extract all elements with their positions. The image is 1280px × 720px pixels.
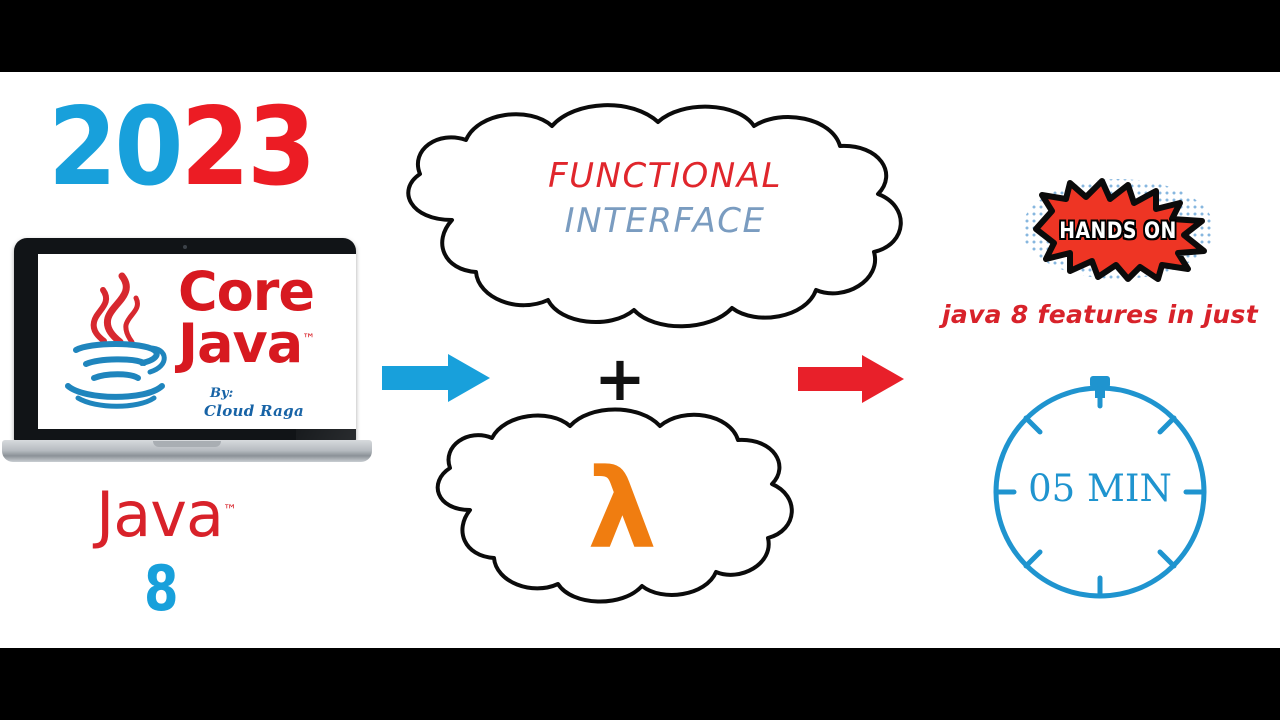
laptop-notch (153, 441, 221, 447)
stopwatch-label: 05 MIN (1028, 467, 1172, 510)
laptop-lid: Core Java™ By: Cloud Raga (14, 238, 356, 443)
thumbnail-canvas: 2023 (0, 72, 1280, 648)
trademark-icon: ™ (302, 331, 315, 347)
screen-byline: By: Cloud Raga (204, 386, 354, 421)
laptop-screen: Core Java™ By: Cloud Raga (38, 254, 356, 429)
year-first-half: 20 (48, 85, 184, 210)
webcam-icon (183, 245, 187, 249)
stopwatch-icon (993, 376, 1207, 599)
cloud-functional-interface: FUNCTIONAL INTERFACE (370, 102, 950, 332)
byline-author: Cloud Raga (204, 402, 304, 421)
lambda-symbol: λ (587, 445, 657, 573)
plus-operator: + (594, 342, 646, 415)
java-caption-version: 8 (144, 552, 179, 625)
cloud-line-interface: INTERFACE (564, 200, 766, 241)
arrow-right-blue-icon (382, 354, 490, 402)
cloud-outline-icon (406, 103, 903, 329)
year-second-half: 23 (180, 85, 317, 210)
core-java-line1: Core (178, 260, 315, 323)
letterbox-bar-top (0, 0, 1280, 72)
laptop-base (2, 440, 372, 462)
java-caption-word: Java™ (96, 478, 237, 551)
cloud-line-functional: FUNCTIONAL (548, 156, 782, 196)
java-cup-icon (65, 272, 167, 409)
hands-on-badge: HANDS ON (1018, 177, 1218, 282)
byline-label: By: (210, 386, 234, 401)
hands-on-label: HANDS ON (1059, 219, 1177, 244)
trademark-icon: ™ (222, 502, 237, 519)
tagline-text: java 8 features in just (942, 300, 1258, 329)
core-java-wordmark: Core Java™ (178, 260, 354, 375)
letterbox-bar-bottom (0, 648, 1280, 720)
stopwatch-illustration: 05 MIN (960, 362, 1240, 612)
cloud-outline-icon (435, 407, 794, 604)
laptop-illustration: Core Java™ By: Cloud Raga (2, 238, 372, 468)
starburst-icon (1022, 178, 1214, 282)
core-java-line2: Java™ (178, 311, 315, 375)
cloud-lambda: λ (412, 402, 832, 617)
functional-interface-text: FUNCTIONAL INTERFACE (470, 154, 860, 244)
arrow-right-red-icon (798, 355, 904, 403)
year-badge: 2023 (48, 94, 316, 202)
